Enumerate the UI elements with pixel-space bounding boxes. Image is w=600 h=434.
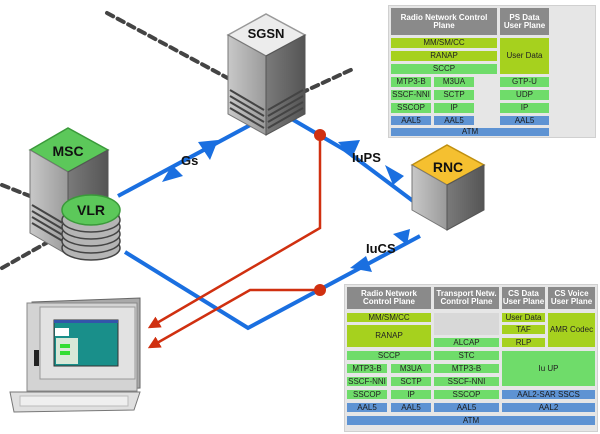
iucs-interface-label: IuCS [366, 241, 396, 256]
iucs-arrow-rnc [393, 229, 410, 245]
cs-header-radio-network: Radio Network Control Plane [347, 287, 431, 309]
monitor-tap-iucs [147, 288, 320, 349]
cs-cell-ranap: RANAP [347, 325, 431, 347]
cs-cell-mm: MM/SM/CC [347, 313, 431, 322]
ps-cell-mm: MM/SM/CC [391, 38, 497, 48]
iups-interface-label: IuPS [352, 150, 381, 165]
ps-header-radio-network: Radio Network Control Plane [391, 8, 497, 35]
cs-header-cs-voice: CS Voice User Plane [548, 287, 595, 309]
ps-cell-mtp3b: MTP3-B [391, 77, 431, 87]
cs-cell-stc: STC [434, 351, 499, 360]
cs-cell-aal2-sar-sscs: AAL2-SAR SSCS [502, 390, 595, 399]
cs-cell-ip: IP [391, 390, 431, 399]
dashed-link-vlr-left [0, 240, 50, 270]
iucs-arrow-msc [350, 256, 372, 272]
dashed-link-top [105, 11, 237, 84]
cs-cell-empty [434, 313, 499, 335]
cs-cell-alcap: ALCAP [434, 338, 499, 347]
cs-cell-sscop-transport: SSCOP [434, 390, 499, 399]
vlr-label: VLR [77, 202, 105, 218]
ps-protocol-stack: Radio Network Control Plane PS Data User… [388, 5, 596, 138]
ps-cell-atm: ATM [391, 128, 549, 136]
cs-cell-m3ua: M3UA [391, 364, 431, 373]
rnc-label: RNC [433, 159, 463, 175]
ps-cell-sscf: SSCF-NNI [391, 90, 431, 100]
cs-cell-aal5-a: AAL5 [347, 403, 387, 412]
msc-label: MSC [52, 143, 83, 159]
monitor-tap-iups [147, 135, 322, 329]
cs-cell-sctp: SCTP [391, 377, 431, 386]
ps-header-ps-data: PS Data User Plane [500, 8, 549, 35]
ps-cell-sscop: SSCOP [391, 103, 431, 113]
cs-cell-user-data: User Data [502, 313, 545, 322]
ps-cell-sccp: SCCP [391, 64, 497, 74]
tap-point-iups [314, 129, 326, 141]
cs-header-cs-data: CS Data User Plane [502, 287, 545, 309]
cs-protocol-stack: Radio Network Control Plane Transport Ne… [344, 284, 598, 432]
cs-cell-rlp: RLP [502, 338, 545, 347]
rnc-node[interactable]: RNC [410, 144, 486, 231]
cs-cell-sscf: SSCF-NNI [347, 376, 387, 386]
cs-cell-amr-codec: AMR Codec [548, 313, 595, 347]
cs-cell-aal5-c: AAL5 [434, 403, 499, 412]
cs-cell-aal2: AAL2 [502, 403, 595, 412]
sgsn-label: SGSN [248, 26, 285, 41]
cs-cell-atm: ATM [347, 416, 595, 425]
ps-cell-gtpu: GTP-U [500, 77, 549, 87]
ps-cell-sctp: SCTP [434, 90, 474, 100]
tap-point-iucs [314, 284, 326, 296]
cs-cell-taf: TAF [502, 325, 545, 334]
ps-cell-aal5-c: AAL5 [500, 116, 549, 125]
vlr-database[interactable]: VLR [61, 194, 121, 261]
gs-interface-label: Gs [181, 153, 198, 168]
cs-cell-sccp: SCCP [347, 351, 431, 360]
gs-arrow-msc [162, 165, 183, 182]
ps-cell-udp: UDP [500, 90, 549, 100]
cs-cell-sscop: SSCOP [347, 390, 387, 399]
iups-arrow-rnc [385, 165, 404, 185]
ps-cell-ip-2: IP [500, 103, 549, 113]
iups-arrow-sgsn [338, 140, 360, 158]
protocol-tester[interactable] [9, 297, 141, 413]
ps-cell-m3ua: M3UA [434, 77, 474, 87]
cs-cell-sscf-transport: SSCF-NNI [434, 377, 499, 386]
cs-cell-aal5-b: AAL5 [391, 403, 431, 412]
cs-cell-mtp3b-transport: MTP3-B [434, 364, 499, 373]
ps-cell-aal5-b: AAL5 [434, 116, 474, 125]
gs-arrow-sgsn [198, 140, 218, 160]
sgsn-server[interactable]: SGSN [226, 13, 307, 136]
cs-cell-iu-up: Iu UP [502, 351, 595, 386]
cs-header-transport-network: Transport Netw. Control Plane [434, 287, 499, 309]
ps-cell-aal5-a: AAL5 [391, 116, 431, 125]
ps-cell-user-data: User Data [500, 38, 549, 74]
gs-link [117, 121, 255, 198]
ps-cell-ip-1: IP [434, 103, 474, 113]
ps-cell-ranap: RANAP [391, 51, 497, 61]
cs-cell-mtp3b: MTP3-B [347, 364, 387, 373]
